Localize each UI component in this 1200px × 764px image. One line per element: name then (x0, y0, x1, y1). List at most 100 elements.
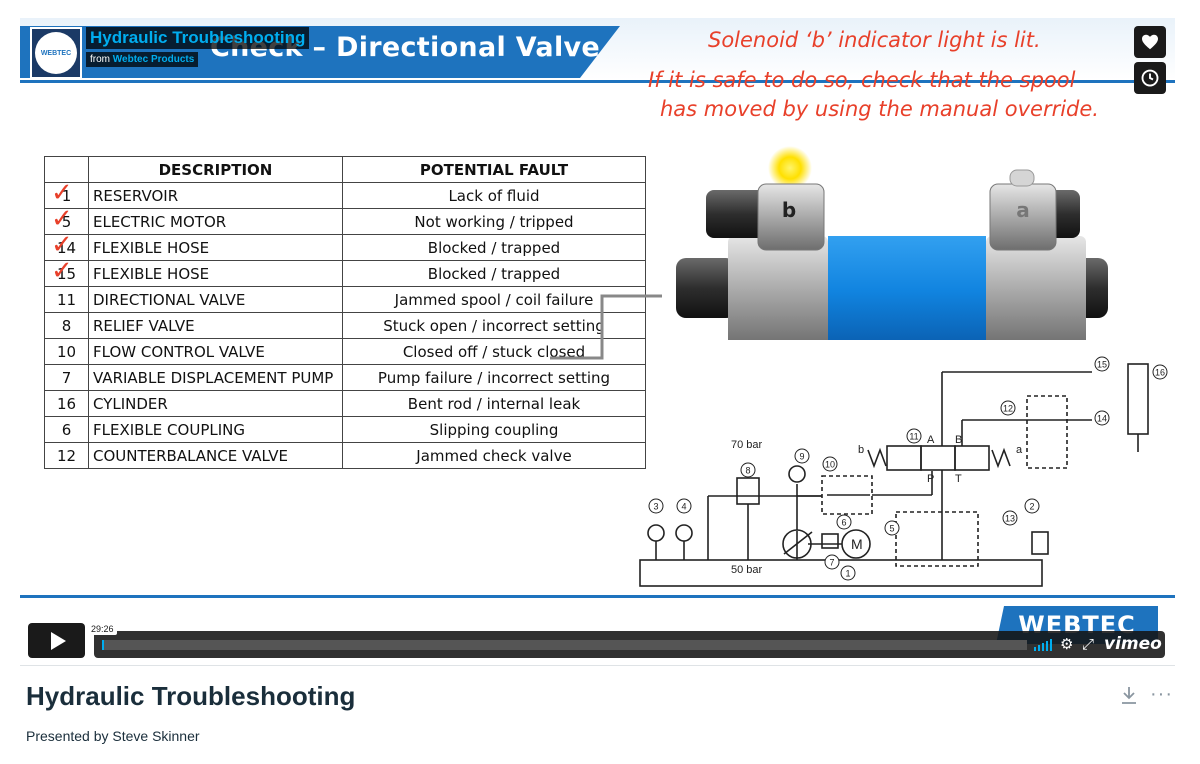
callout-number: 11 (909, 432, 918, 442)
table-cell-description: FLEXIBLE COUPLING (88, 416, 343, 443)
callout-circle (1152, 364, 1168, 380)
video-frame: Check – Directional Valve Solenoid ‘b’ i… (20, 18, 1175, 663)
callout-circle (1094, 410, 1110, 426)
player-control-bar: ⚙ ⤢ vimeo (94, 631, 1165, 658)
play-icon (50, 631, 66, 650)
fullscreen-icon[interactable]: ⤢ (1082, 636, 1095, 653)
download-icon[interactable] (1118, 684, 1140, 706)
callout-number: 4 (681, 502, 686, 512)
callout-circle (648, 498, 664, 514)
watch-later-button[interactable] (1134, 62, 1166, 94)
table-cell-number: 12 (44, 442, 89, 469)
callout-circle (840, 565, 856, 581)
presenter-text: Presented by Steve Skinner (26, 728, 200, 744)
callout-number: 13 (1005, 514, 1015, 524)
table-cell-description: RESERVOIR (88, 182, 343, 209)
table-cell-number: 10 (44, 338, 89, 365)
table-cell-number: 8 (44, 312, 89, 339)
row-number: 6 (61, 420, 72, 439)
table-cell-number: 16 (44, 390, 89, 417)
video-player[interactable]: Check – Directional Valve Solenoid ‘b’ i… (20, 18, 1175, 663)
table-cell-fault: Jammed check valve (342, 442, 646, 469)
valve-envelope-center (920, 445, 956, 471)
row-number: 10 (56, 342, 77, 361)
counterbalance-valve (1026, 395, 1068, 469)
callout-number: 14 (1097, 414, 1107, 424)
cylinder-symbol (1127, 363, 1149, 435)
callout-number: 1 (845, 569, 850, 579)
level-gauge (675, 524, 693, 542)
directional-valve-illustration: b a (676, 146, 1108, 340)
progress-played (102, 640, 104, 650)
video-title-link[interactable]: Hydraulic Troubleshooting (86, 27, 310, 49)
port-t-label: T (955, 473, 962, 485)
callout-number: 6 (841, 518, 846, 528)
table-cell-fault: Bent rod / internal leak (342, 390, 646, 417)
table-cell-number: 6 (44, 416, 89, 443)
byline-prefix: from (90, 54, 110, 65)
row-number: 1 (61, 186, 72, 205)
table-cell-fault: Jammed spool / coil failure (342, 286, 646, 313)
slide-header-rule (20, 80, 1175, 83)
callout-number: 2 (1029, 502, 1034, 512)
vimeo-logo[interactable]: vimeo (1104, 634, 1162, 654)
row-number: 11 (56, 290, 77, 309)
table-cell-description: FLEXIBLE HOSE (88, 234, 343, 261)
callout-circle (1094, 356, 1110, 372)
table-cell-fault: Pump failure / incorrect setting (342, 364, 646, 391)
like-button[interactable] (1134, 26, 1166, 58)
table-header-row: DESCRIPTION POTENTIAL FAULT (44, 156, 646, 183)
callout-circle (1024, 498, 1040, 514)
motor-symbol (841, 529, 871, 559)
table-cell-description: CYLINDER (88, 390, 343, 417)
port-p-label: P (927, 473, 934, 485)
port-b-label: B (955, 434, 962, 446)
channel-avatar[interactable]: WEBTEC (30, 27, 82, 79)
solenoid-b-coil (757, 183, 825, 251)
solenoid-b-label: b (782, 198, 796, 222)
callout-circle (1000, 400, 1016, 416)
reservoir (639, 559, 1043, 587)
left-end-cap (676, 258, 736, 318)
table-cell-number: 14✓ (44, 232, 89, 261)
volume-icon[interactable] (1034, 639, 1052, 651)
page-title: Hydraulic Troubleshooting (26, 681, 356, 711)
callout-circle (824, 554, 840, 570)
callout-circle (822, 456, 838, 472)
row-number: 5 (61, 212, 72, 231)
byline-owner-link[interactable]: Webtec Products (112, 54, 195, 65)
row-number: 15 (56, 264, 77, 283)
air-breather (1031, 531, 1049, 555)
relief-setting-label: 70 bar (731, 439, 763, 451)
callout-circle (740, 462, 756, 478)
table-cell-description: COUNTERBALANCE VALVE (88, 442, 343, 469)
table-cell-number: 7 (44, 364, 89, 391)
checkmark-icon: ✓ (51, 256, 73, 286)
solenoid-b-indicator-light (768, 146, 812, 190)
valve-envelope-a (954, 445, 990, 471)
settings-icon[interactable]: ⚙ (1060, 636, 1074, 653)
play-button[interactable] (28, 623, 85, 658)
relief-valve-symbol (736, 477, 760, 505)
return-filter-assembly (895, 511, 979, 567)
time-tooltip: 29:26 (88, 623, 117, 635)
callout-circle (836, 514, 852, 530)
callout-circle (884, 520, 900, 536)
valve-side-a-label: a (1016, 444, 1023, 456)
table-header-description: DESCRIPTION (88, 156, 343, 183)
slide-note-line-2: If it is safe to do so, check that the s… (648, 68, 1076, 92)
progress-bar[interactable] (102, 640, 1027, 650)
table-cell-description: DIRECTIONAL VALVE (88, 286, 343, 313)
row-number: 12 (56, 446, 77, 465)
more-options-icon[interactable]: ··· (1150, 683, 1173, 705)
row-number: 8 (61, 316, 72, 335)
